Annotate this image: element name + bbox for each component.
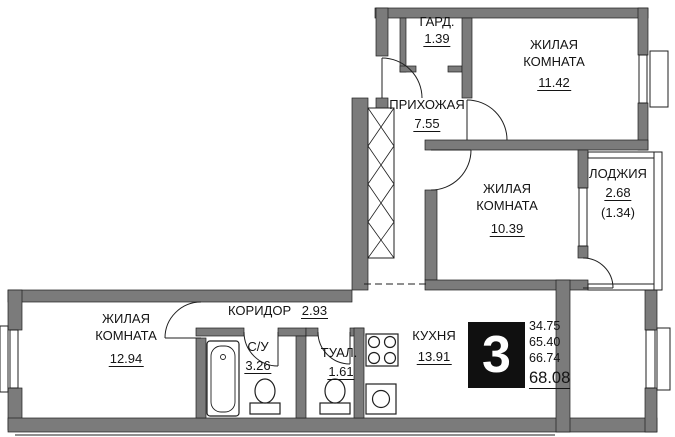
room-label-living-bottom-2: КОМНАТА [95,328,157,343]
walls-layer [7,7,658,433]
door-arc-living-bottom [164,301,202,339]
window-bottom-right-icon [645,327,671,391]
room-area-living-top: 11.42 [537,75,571,91]
toilet-wc-icon [319,378,351,415]
room-label-wc: ТУАЛ. [320,345,358,360]
doors-layer [164,57,614,367]
window-top-right-icon [638,50,669,108]
area-summary-2: 66.74 [529,351,561,365]
room-area-loggia: 2.68 [604,185,632,201]
area-summary-total: 68.08 [529,369,571,389]
room-label-hall: ПРИХОЖАЯ [389,97,465,112]
room-area-wc: 1.61 [327,364,355,380]
room-label-living-mid-2: КОМНАТА [476,198,538,213]
windows-layer [0,50,671,436]
area-summary: 34.75 65.40 66.74 68.08 [529,318,571,389]
room-area-living-bottom: 12.94 [108,351,144,367]
stove-icon [365,333,399,367]
door-arc-living-mid [430,149,472,191]
room-area-bathroom: 3.26 [244,358,272,374]
door-arc-living-top [466,99,508,141]
room-label-living-top-1: ЖИЛАЯ [530,37,578,52]
door-arc-bathroom [243,331,279,367]
door-arc-entrance [381,57,423,99]
room-label-bathroom: С/У [247,339,269,354]
room-label-living-top-2: КОМНАТА [523,54,585,69]
loggia-glazing-icon [578,151,663,291]
kitchen-sink-icon [365,383,397,415]
room-area-loggia-coeff: (1.34) [601,205,635,220]
room-label-corridor: КОРИДОР 2.93 [228,303,329,319]
rooms-count-badge: 3 [468,322,525,388]
fixtures-layer [206,333,399,417]
room-label-living-mid-1: ЖИЛАЯ [483,181,531,196]
area-summary-1: 65.40 [529,335,561,349]
door-arc-loggia [582,257,614,289]
door-arc-wc [317,331,351,365]
room-area-living-mid: 10.39 [489,221,525,237]
toilet-bathroom-icon [249,378,281,415]
room-area-hall: 7.55 [413,116,441,132]
room-area-wardrobe: 1.39 [423,31,451,47]
room-label-kitchen: КУХНЯ [412,328,456,343]
room-label-loggia: ЛОДЖИЯ [589,166,647,181]
bathtub-icon [206,340,240,417]
room-area-kitchen: 13.91 [416,349,452,365]
vent-shaft-icon [367,107,395,259]
window-bottom-left-icon [0,325,19,393]
room-label-living-bottom-1: ЖИЛАЯ [102,311,150,326]
room-label-wardrobe: ГАРД. [419,14,455,29]
area-summary-living: 34.75 [529,319,561,333]
